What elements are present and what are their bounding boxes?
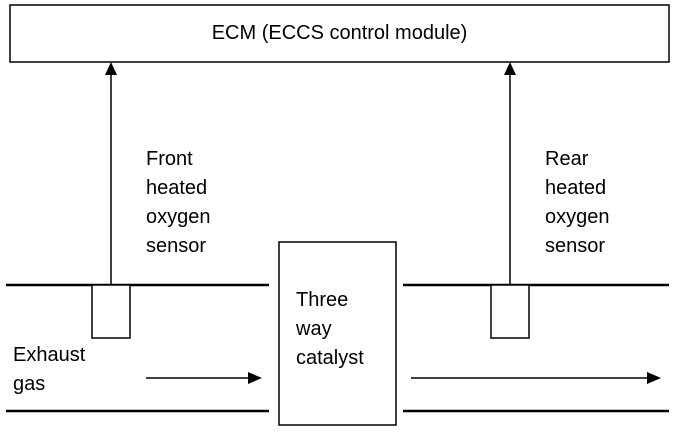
catalyst-label: Three way catalyst xyxy=(296,286,364,373)
rear-sensor-body xyxy=(490,284,530,339)
exhaust-gas-label-line: Exhaust xyxy=(13,344,86,366)
flow-arrow-downstream-head xyxy=(647,372,661,384)
front-sensor-label-line: heated xyxy=(146,177,208,199)
rear-sensor-label-line: oxygen xyxy=(545,206,610,228)
exhaust-gas-label-line: gas xyxy=(13,373,46,395)
rear-sensor-label-line: Rear xyxy=(545,148,589,170)
rear-sensor-label: Rear heated oxygen sensor xyxy=(545,145,610,261)
front-sensor-label-line: oxygen xyxy=(146,206,211,228)
catalyst-box xyxy=(278,241,397,426)
catalyst-label-line: way xyxy=(296,318,332,340)
exhaust-gas-label: Exhaust gas xyxy=(13,341,85,399)
rear-sensor-label-line: heated xyxy=(545,177,607,199)
ecm-label: ECM (ECCS control module) xyxy=(211,22,468,44)
front-signal-arrowhead xyxy=(105,62,117,75)
front-sensor-body xyxy=(91,284,131,339)
rear-sensor-label-line: sensor xyxy=(545,235,606,257)
front-sensor-label: Front heated oxygen sensor xyxy=(146,145,211,261)
catalyst-label-line: Three xyxy=(296,289,349,311)
rear-signal-arrowhead xyxy=(504,62,516,75)
flow-arrow-upstream-head xyxy=(248,372,262,384)
ecm-box xyxy=(9,4,670,63)
catalyst-label-line: catalyst xyxy=(296,347,364,369)
front-sensor-label-line: sensor xyxy=(146,235,207,257)
front-sensor-label-line: Front xyxy=(146,148,193,170)
